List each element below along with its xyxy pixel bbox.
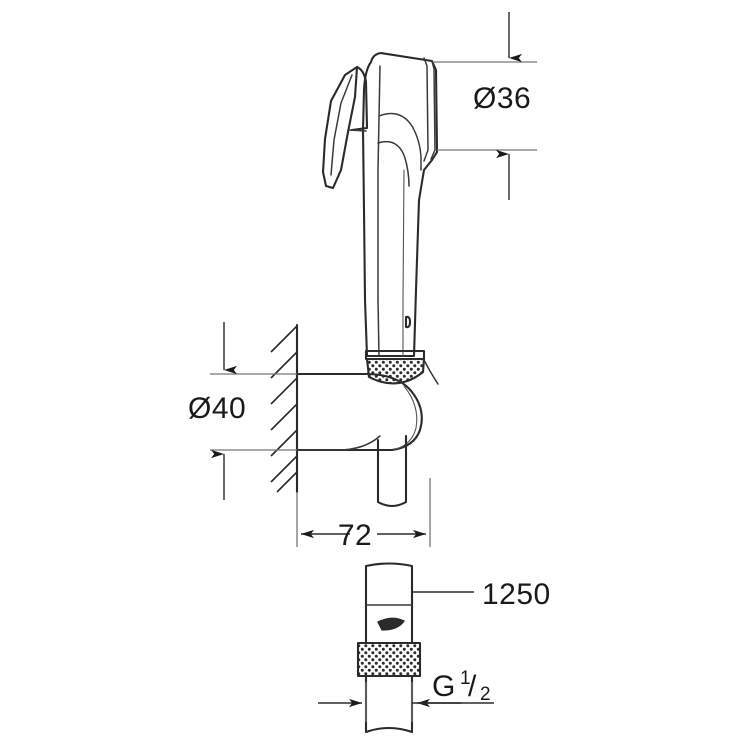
spray-head-seam-left bbox=[377, 65, 381, 357]
trigger-lever-pivot bbox=[350, 65, 369, 132]
spray-head-cap-rib bbox=[423, 57, 429, 162]
spray-head-seam-right bbox=[402, 169, 405, 357]
hose-union-nut-texture bbox=[358, 643, 420, 676]
dimension-diameter-36: Ø36 bbox=[433, 12, 537, 200]
dimension-hose-length-1250: 1250 bbox=[412, 578, 551, 611]
dim1250-label: 1250 bbox=[482, 578, 551, 611]
dim72-label: 72 bbox=[338, 519, 372, 552]
trigger-lever-inner-edge bbox=[330, 74, 353, 176]
dim40-label: Ø40 bbox=[188, 392, 246, 425]
dimension-thread-g-half: G 1 / 2 bbox=[318, 668, 494, 722]
spray-head-button bbox=[404, 315, 412, 329]
trigger-lever bbox=[321, 65, 359, 190]
spray-nozzle-edge-line bbox=[423, 359, 439, 385]
wall-bracket-hose-stub bbox=[376, 434, 408, 508]
wall-bracket-cradle-arc bbox=[395, 385, 418, 450]
dim36-label: Ø36 bbox=[473, 82, 531, 115]
trigger-lever-stem bbox=[348, 129, 367, 132]
spray-head-outline bbox=[361, 51, 439, 358]
gthread-label-separator: / bbox=[468, 670, 477, 703]
wall-bracket bbox=[295, 372, 423, 508]
wall-section bbox=[270, 323, 299, 494]
spray-head-contour-lower bbox=[377, 140, 410, 187]
dimension-projection-72: 72 bbox=[296, 478, 431, 552]
spray-head bbox=[321, 51, 439, 385]
hose-tube-lower bbox=[364, 674, 414, 734]
hose-oval-detail bbox=[377, 617, 405, 631]
spray-head-contour-upper bbox=[378, 112, 422, 171]
wall-bracket-lower-edge bbox=[296, 435, 381, 451]
wall-bracket-outline bbox=[295, 372, 423, 452]
gthread-label-main: G bbox=[432, 670, 456, 703]
spray-head-cap-rib2 bbox=[430, 60, 436, 160]
gthread-label-numerator: 1 bbox=[460, 668, 471, 689]
dimension-diameter-40: Ø40 bbox=[188, 322, 297, 500]
gthread-label-denominator: 2 bbox=[480, 684, 491, 705]
hose-tube-upper bbox=[364, 562, 414, 645]
hose-connector bbox=[356, 562, 422, 734]
